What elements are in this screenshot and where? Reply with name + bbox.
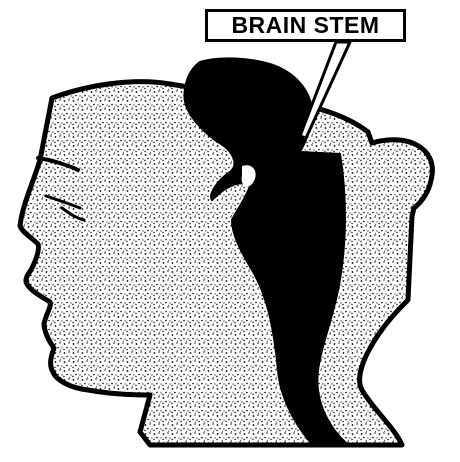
- callout-label: BRAIN STEM: [231, 14, 379, 37]
- brain-stem-callout: BRAIN STEM: [205, 9, 406, 42]
